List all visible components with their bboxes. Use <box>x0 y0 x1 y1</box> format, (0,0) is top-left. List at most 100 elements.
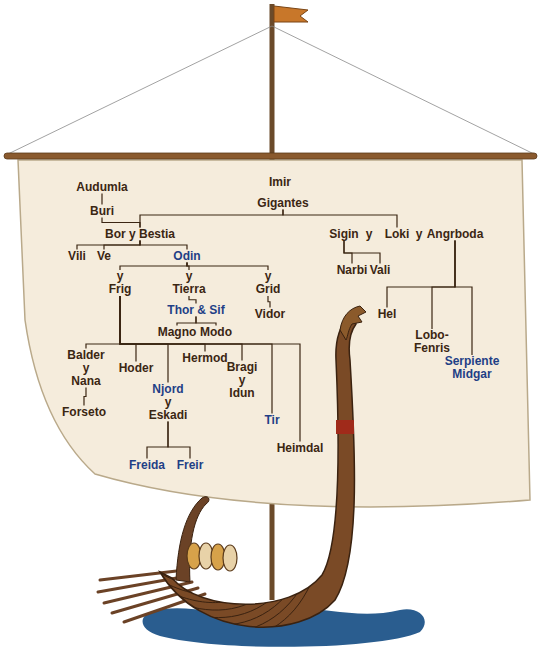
name-node: Sigin <box>328 228 359 241</box>
name-text: Thor & Sif <box>167 304 224 317</box>
family-line <box>104 241 140 250</box>
name-node: Serpiente Midgar <box>444 355 501 381</box>
name-text: Audumla <box>76 181 127 194</box>
name-node: Vidor <box>254 308 286 321</box>
family-line <box>120 296 272 414</box>
family-line <box>189 296 196 304</box>
rigging <box>8 26 534 154</box>
name-node: Lobo-Fenris <box>413 329 451 355</box>
name-node: Forseto <box>61 406 107 419</box>
name-text: Buri <box>90 205 114 218</box>
name-node: Magno <box>157 326 198 339</box>
prow-band <box>336 420 354 434</box>
name-text: Balder y Nana <box>67 349 104 388</box>
name-node: Hel <box>377 308 398 321</box>
plank-line <box>150 422 328 595</box>
name-text: Serpiente Midgar <box>445 355 500 381</box>
name-node: Modo <box>199 326 233 339</box>
plank-line <box>150 506 324 625</box>
hull <box>160 316 356 627</box>
name-text: Tierra <box>172 283 205 296</box>
name-text: Forseto <box>62 406 106 419</box>
name-node: Balder y Nana <box>66 349 105 388</box>
name-node: Bragi y Idun <box>226 361 259 400</box>
name-text: Modo <box>200 326 232 339</box>
conjunction-label: y <box>416 228 423 241</box>
family-line <box>77 241 140 250</box>
name-text: Heimdal <box>277 442 324 455</box>
family-line <box>101 194 102 205</box>
name-text: Lobo-Fenris <box>414 329 450 355</box>
plank-line <box>150 401 329 588</box>
name-node: Narbi <box>336 264 369 277</box>
name-node: Tir <box>263 414 280 427</box>
name-node: Imir <box>268 176 292 189</box>
family-line <box>344 241 380 264</box>
name-text: Imir <box>269 176 291 189</box>
name-text: Hoder <box>119 362 154 375</box>
name-text: Hel <box>378 308 397 321</box>
plank-line <box>150 527 323 633</box>
family-line <box>432 241 455 330</box>
family-line <box>140 210 283 228</box>
family-line <box>120 296 136 362</box>
name-text: Grid <box>256 283 281 296</box>
plank-line <box>150 485 325 618</box>
family-line <box>387 241 455 308</box>
plank-line <box>150 464 326 610</box>
name-text: y <box>256 270 281 283</box>
name-text: y Eskadi <box>149 396 188 422</box>
family-line <box>168 422 190 459</box>
family-line <box>147 422 168 459</box>
name-text: Frig <box>109 283 132 296</box>
name-node: yTierra <box>171 270 206 296</box>
name-text: Magno <box>158 326 197 339</box>
name-node: Gigantes <box>256 197 309 210</box>
name-text: Vidor <box>255 308 285 321</box>
name-text: Njord <box>149 383 188 396</box>
name-node: Vili <box>67 250 87 263</box>
name-text: Odin <box>173 250 200 263</box>
family-line <box>84 388 86 406</box>
shields <box>187 543 237 571</box>
name-node: yFrig <box>108 270 133 296</box>
name-text: Angrboda <box>427 228 484 241</box>
stern-post <box>176 497 209 582</box>
flag <box>274 6 308 22</box>
family-line <box>177 317 196 326</box>
dragon-head <box>340 306 366 340</box>
name-text: y <box>109 270 132 283</box>
name-node: Audumla <box>75 181 128 194</box>
name-node: Odin <box>172 250 201 263</box>
name-node: Angrboda <box>426 228 485 241</box>
name-node: Ve <box>96 250 112 263</box>
conjunction-label: y <box>366 228 373 241</box>
family-line <box>86 296 120 349</box>
name-text: Hermod <box>182 352 227 365</box>
name-node: Freir <box>176 459 205 472</box>
name-node: Hoder <box>118 362 155 375</box>
family-line <box>283 210 397 228</box>
name-text: y <box>172 270 205 283</box>
name-text: Bragi y Idun <box>227 361 258 400</box>
yard <box>4 153 537 159</box>
sail <box>18 160 530 507</box>
name-text: Freir <box>177 459 204 472</box>
name-node: Loki <box>384 228 411 241</box>
name-node: Buri <box>89 205 115 218</box>
name-text: Gigantes <box>257 197 308 210</box>
name-node: Njordy Eskadi <box>148 383 189 422</box>
name-node: Freida <box>128 459 166 472</box>
name-text: Narbi <box>337 264 368 277</box>
family-line <box>120 263 187 271</box>
name-node: Heimdal <box>276 442 325 455</box>
plank-line <box>150 443 327 603</box>
family-line <box>102 218 140 228</box>
name-node: Thor & Sif <box>166 304 225 317</box>
family-line <box>268 296 270 308</box>
family-line <box>196 317 216 326</box>
family-line <box>344 241 352 264</box>
